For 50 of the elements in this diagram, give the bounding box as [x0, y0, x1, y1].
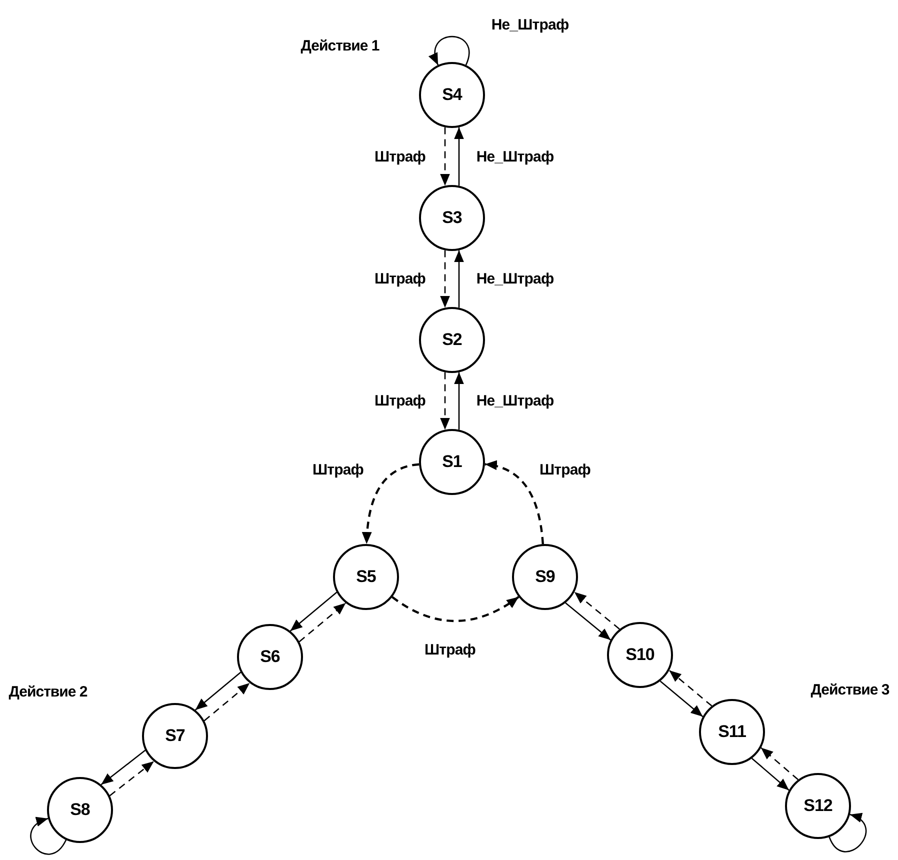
arrow	[194, 672, 242, 710]
arrow	[290, 592, 338, 632]
state-circle	[512, 544, 578, 610]
arrow	[440, 127, 450, 186]
arrow	[440, 250, 450, 308]
state-circle	[699, 699, 765, 765]
arrow	[392, 596, 520, 622]
arrow	[362, 463, 420, 544]
state-circle	[607, 622, 673, 688]
edge-label: Не_Штраф	[489, 16, 571, 34]
arrow	[760, 747, 799, 780]
state-circle	[237, 624, 303, 690]
state-label: S4	[442, 85, 462, 105]
state-circle	[333, 544, 399, 610]
arrow	[30, 818, 67, 855]
arrow	[751, 758, 790, 791]
edge-label: Не_Штраф	[474, 148, 556, 166]
arrow	[430, 36, 470, 66]
state-label: S11	[718, 722, 746, 742]
arrow	[298, 602, 346, 642]
arrow	[109, 760, 154, 796]
arrow	[565, 602, 612, 640]
arrow	[100, 750, 146, 786]
arrow	[454, 127, 464, 186]
arrow	[668, 670, 712, 706]
state-circle	[47, 777, 113, 843]
arrow	[440, 372, 450, 430]
state-label: S9	[535, 567, 555, 587]
arrow	[454, 372, 464, 430]
arrow	[484, 460, 544, 544]
state-label: S2	[442, 330, 462, 350]
state-label: S6	[260, 647, 280, 667]
action-label: Действие 2	[8, 684, 88, 700]
state-label: S1	[442, 452, 462, 472]
state-label: S7	[165, 726, 185, 746]
edge-label: Не_Штраф	[474, 270, 556, 288]
arrow	[204, 682, 250, 722]
state-circle	[142, 703, 208, 769]
action-label: Действие 3	[810, 682, 890, 698]
arrow	[828, 814, 866, 852]
arrow	[660, 680, 704, 718]
edge-label: Не_Штраф	[474, 392, 556, 410]
arrow	[574, 592, 620, 630]
action-label: Действие 1	[300, 38, 380, 54]
state-label: S8	[70, 800, 90, 820]
arrow	[454, 250, 464, 308]
state-label: S12	[804, 796, 832, 816]
state-label: S3	[442, 208, 462, 228]
state-label: S5	[356, 567, 376, 587]
state-label: S10	[626, 645, 654, 665]
